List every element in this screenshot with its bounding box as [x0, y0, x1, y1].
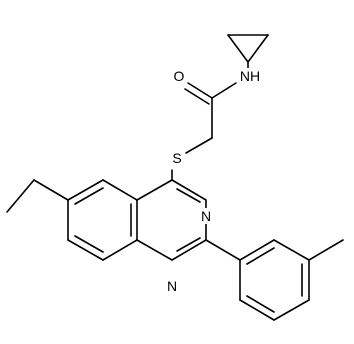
bond — [205, 239, 241, 261]
benzo-ring — [67, 179, 138, 261]
bond — [74, 187, 104, 205]
sulfur-label: S — [172, 150, 181, 166]
atom-labels: O NH S N N — [165, 68, 262, 294]
bond — [308, 239, 344, 261]
ring-nitrogen-lower-label: N — [167, 278, 177, 294]
bond — [246, 295, 275, 313]
bond — [6, 179, 35, 213]
ring-nitrogen-upper-label: N — [201, 208, 211, 224]
acetamide-chain — [171, 61, 249, 181]
pyrimidine-ring — [136, 179, 207, 261]
bond — [171, 239, 207, 261]
amide-nitrogen-label: NH — [240, 68, 260, 84]
bond — [239, 299, 275, 321]
bond — [273, 299, 310, 321]
bond — [74, 235, 104, 253]
bond — [246, 247, 275, 265]
bond — [176, 188, 201, 203]
bond — [102, 179, 138, 201]
bond — [102, 239, 138, 261]
bond — [227, 34, 249, 63]
bond — [171, 179, 207, 201]
bond — [239, 239, 275, 261]
bond — [136, 179, 173, 201]
m-tolyl-group — [205, 239, 344, 321]
bond — [184, 88, 210, 105]
bond — [273, 239, 310, 261]
cyclopropyl-group — [227, 34, 269, 63]
ethyl-group — [6, 179, 69, 213]
bond — [67, 239, 104, 261]
bond — [136, 239, 173, 261]
bond — [247, 34, 269, 63]
bond — [187, 82, 213, 99]
bond — [211, 82, 237, 99]
bond — [176, 237, 201, 252]
bond — [185, 137, 213, 154]
bond — [67, 179, 104, 201]
bond — [33, 179, 69, 201]
oxygen-label: O — [174, 68, 185, 84]
